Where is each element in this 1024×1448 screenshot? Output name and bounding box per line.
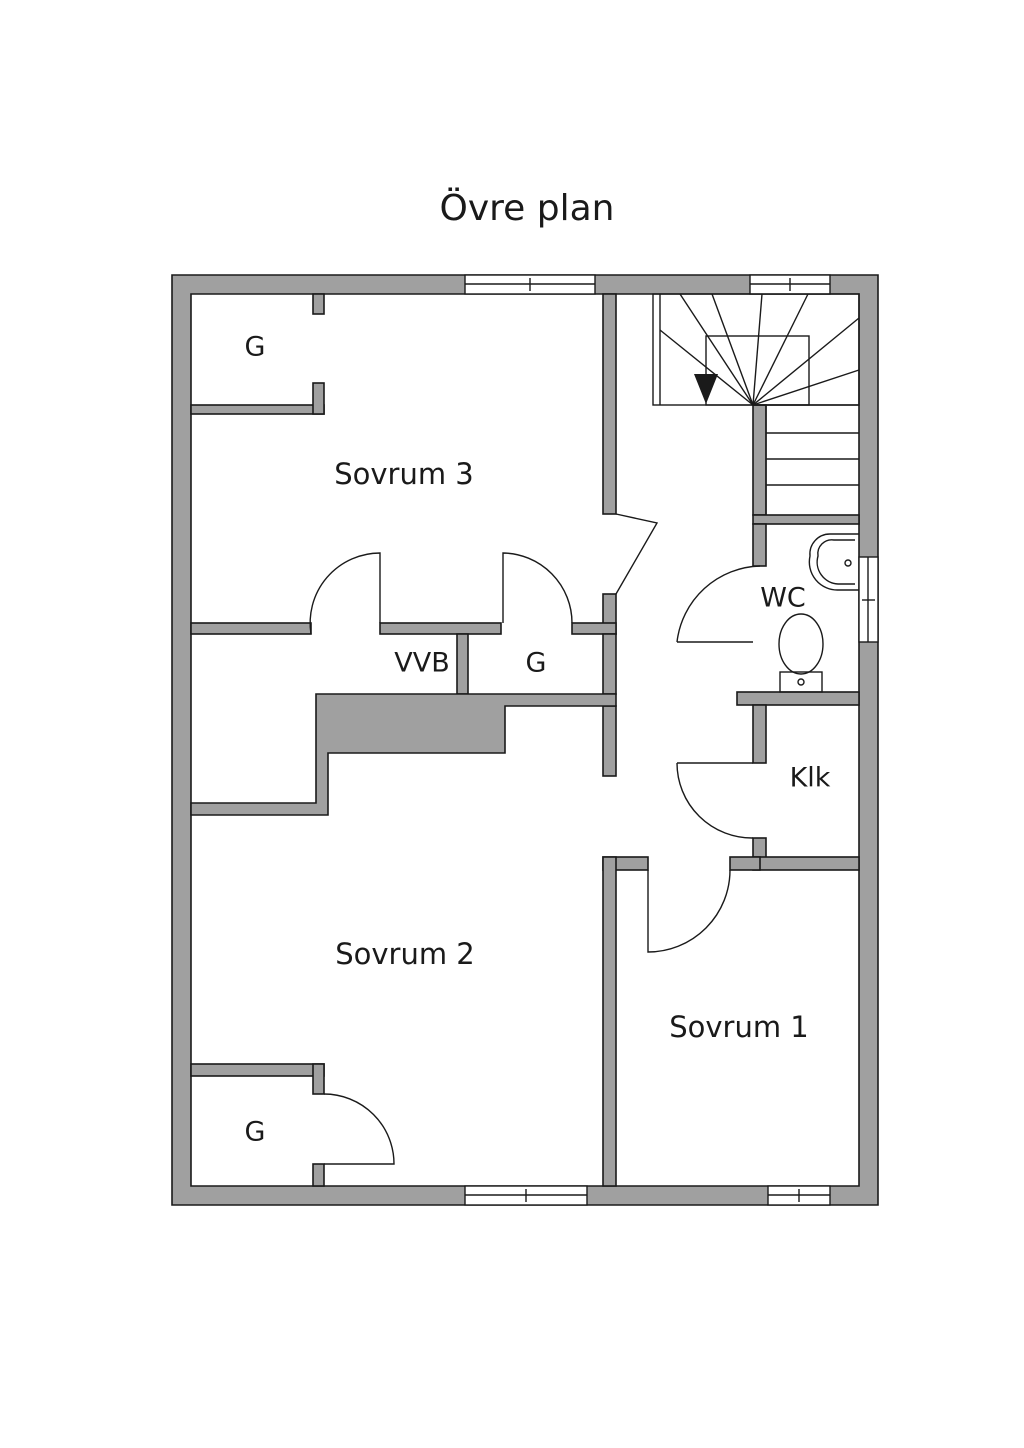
outer-wall xyxy=(171,274,879,1206)
stair-arrow-icon xyxy=(694,374,718,404)
room-label-bedroom-1: Sovrum 1 xyxy=(669,1010,809,1044)
room-label-bedroom-3: Sovrum 3 xyxy=(334,457,474,491)
interior-walls xyxy=(190,293,860,1187)
room-label-walk-in-closet: Klk xyxy=(790,763,831,794)
staircase xyxy=(652,293,860,515)
toilet-icon xyxy=(778,613,824,693)
windows xyxy=(464,274,879,1206)
room-label-water-heater: VVB xyxy=(394,648,449,679)
room-label-bedroom-2: Sovrum 2 xyxy=(335,937,475,971)
room-label-closet-middle: G xyxy=(526,648,547,679)
room-label-closet-bottom-left: G xyxy=(245,1117,266,1148)
room-label-closet-top-left: G xyxy=(245,332,266,363)
page-title: Övre plan xyxy=(439,188,615,229)
doors xyxy=(309,513,761,1165)
room-label-wc: WC xyxy=(760,583,806,614)
sink-icon xyxy=(808,533,859,591)
